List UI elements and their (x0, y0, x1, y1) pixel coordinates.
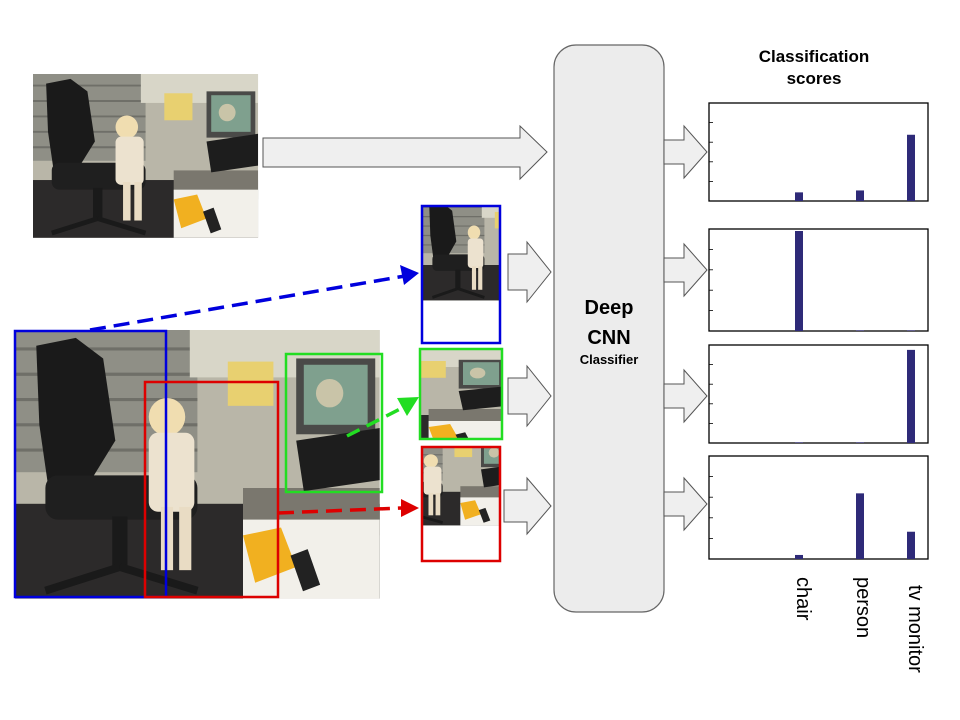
arrowhead-red (401, 499, 419, 517)
score-bar-chair (795, 192, 803, 201)
block-arrow-crop-red (503, 476, 552, 536)
crop-frame-blue (420, 204, 502, 345)
proposal-box-green (284, 352, 384, 494)
proposal-box-red (143, 380, 280, 599)
score-bar-person (856, 190, 864, 201)
dashed-arrow-blue (89, 274, 406, 332)
score-bar-person (856, 442, 864, 443)
crop-frame-red (420, 445, 502, 563)
score-bar-tv-monitor (907, 134, 915, 201)
arrowhead-green (397, 397, 419, 416)
score-chart-crop-green (708, 344, 929, 444)
classifier-label-line3: Classifier (580, 352, 639, 367)
scores-title-line2: scores (787, 69, 842, 88)
score-bar-person (856, 493, 864, 559)
score-bar-chair (795, 442, 803, 443)
dashed-arrow-green (346, 405, 405, 438)
score-chart-crop-red (708, 455, 929, 560)
block-arrow-crop-blue (507, 240, 552, 304)
score-bar-person (856, 330, 864, 331)
classifier-label-line2: CNN (587, 327, 630, 349)
cnn-classifier-block (553, 44, 665, 613)
output-arrow-4 (663, 476, 708, 532)
block-arrow-full-image (262, 124, 548, 181)
classifier-label-line1: Deep (585, 297, 634, 319)
block-arrow-crop-green (507, 364, 552, 428)
score-bar-tv-monitor (907, 330, 915, 331)
input-image-with-proposals (15, 330, 380, 599)
crop-image-red (422, 447, 500, 527)
output-arrow-2 (663, 242, 708, 298)
output-arrow-3 (663, 368, 708, 424)
class-label-tv-monitor: tv monitor (904, 585, 926, 673)
input-image-full (33, 74, 258, 238)
output-arrow-1 (663, 124, 708, 180)
score-bar-chair (795, 231, 803, 331)
dashed-arrow-red (277, 506, 403, 515)
score-bar-tv-monitor (907, 531, 915, 559)
score-bar-tv-monitor (907, 349, 915, 443)
score-bar-chair (795, 554, 803, 559)
crop-frame-green (418, 347, 504, 441)
scores-title-line1: Classification (759, 47, 870, 66)
class-label-chair: chair (792, 577, 814, 621)
arrowhead-blue (400, 265, 419, 285)
score-chart-full-image (708, 102, 929, 202)
score-chart-crop-blue (708, 228, 929, 332)
class-label-person: person (852, 577, 874, 638)
